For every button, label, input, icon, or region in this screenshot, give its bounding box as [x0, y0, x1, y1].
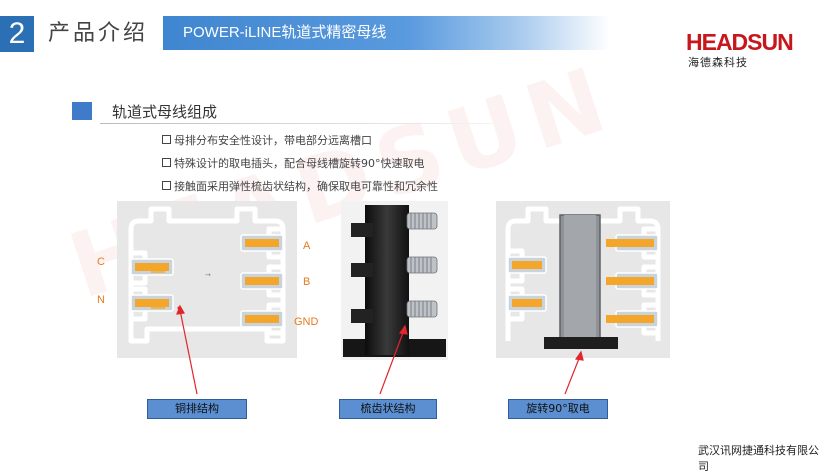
pointer-line-3	[564, 355, 581, 395]
caption-copper-busbar: 铜排结构	[147, 399, 247, 419]
caption-comb-tooth: 梳齿状结构	[339, 399, 437, 419]
phase-label-n: N	[97, 294, 105, 306]
bullet-item: 母排分布安全性设计，带电部分远离槽口	[162, 134, 372, 148]
company-logo: HEADSUN	[686, 29, 794, 55]
subtitle-bullet-icon	[72, 102, 92, 120]
subtitle-underline	[100, 123, 500, 124]
phase-label-a: A	[303, 240, 311, 252]
pointer-lines	[176, 304, 584, 395]
company-logo-subtext: 海德森科技	[688, 56, 748, 69]
rotated-plug-figure	[496, 201, 670, 358]
checkbox-icon	[162, 135, 171, 144]
pointer-line-2	[379, 329, 405, 395]
rotated-plug-drawing	[505, 206, 661, 349]
phase-label-gnd: GND	[294, 316, 319, 328]
checkbox-icon	[162, 158, 171, 167]
bullet-item: 接触面采用弹性梳齿状结构，确保取电可靠性和冗余性	[162, 180, 438, 194]
svg-text:→: →	[205, 271, 211, 279]
busbar-cross-section-drawing: →	[128, 206, 286, 344]
busbar-cross-section-figure: →	[117, 201, 297, 358]
comb-tooth-plug-figure	[341, 201, 448, 360]
footer-company-name: 武汉讯网捷通科技有限公司	[698, 444, 819, 473]
banner-title: POWER-iLINE轨道式精密母线	[183, 24, 387, 41]
checkbox-icon	[162, 181, 171, 190]
phase-label-b: B	[303, 276, 311, 288]
comb-tooth-plug-drawing	[343, 205, 446, 357]
bullet-item: 特殊设计的取电插头，配合母线槽旋转90°快速取电	[162, 157, 425, 171]
pointer-line-1	[179, 309, 198, 395]
caption-rotate-90: 旋转90°取电	[508, 399, 608, 419]
subtitle: 轨道式母线组成	[112, 103, 218, 121]
section-title: 产品介绍	[48, 21, 149, 46]
phase-label-c: C	[97, 256, 105, 268]
title-banner	[163, 16, 610, 50]
section-number-badge: 2	[0, 16, 34, 52]
